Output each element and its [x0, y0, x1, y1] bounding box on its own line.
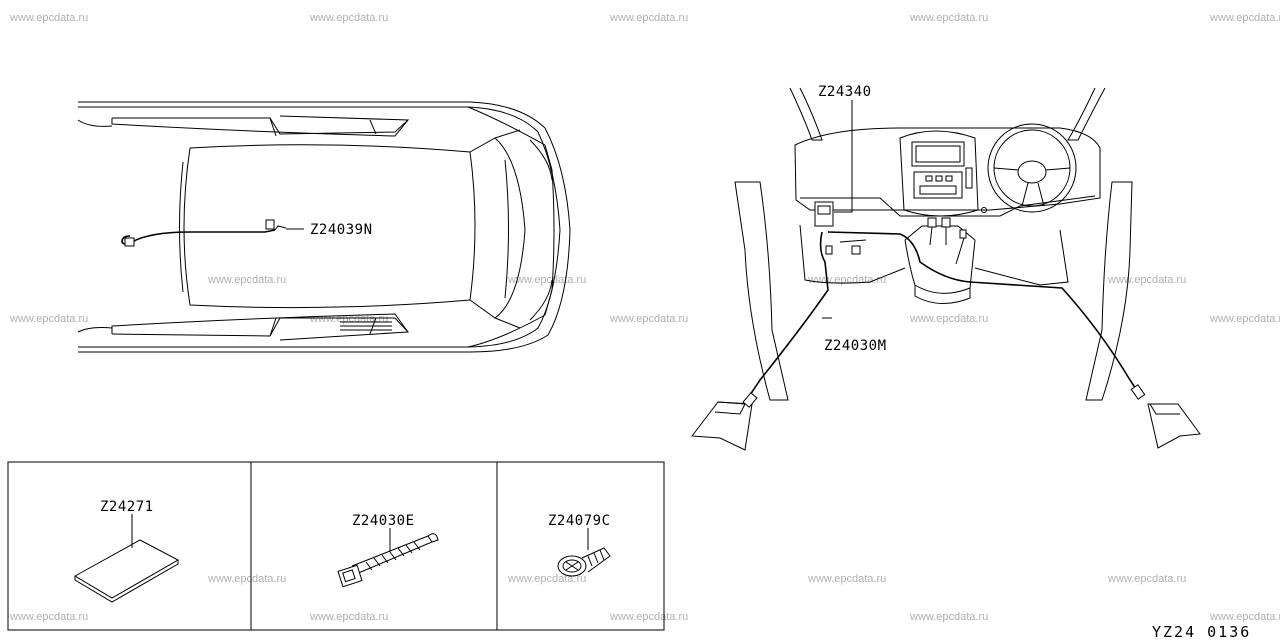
- watermark-text: www.epcdata.ru: [9, 611, 88, 623]
- watermark-text: www.epcdata.ru: [207, 274, 286, 286]
- watermark-text: www.epcdata.ru: [609, 611, 688, 623]
- callout-z24030e: Z24030E: [352, 513, 415, 529]
- watermark-text: www.epcdata.ru: [807, 573, 886, 585]
- watermark-text: www.epcdata.ru: [9, 313, 88, 325]
- watermark-text: www.epcdata.ru: [9, 12, 88, 24]
- watermark-text: www.epcdata.ru: [507, 573, 586, 585]
- watermark-text: www.epcdata.ru: [507, 274, 586, 286]
- watermark-layer: www.epcdata.ru www.epcdata.ru www.epcdata.…: [9, 12, 1280, 623]
- watermark-text: www.epcdata.ru: [609, 12, 688, 24]
- callout-z24079c: Z24079C: [548, 513, 611, 529]
- watermark-text: www.epcdata.ru: [309, 12, 388, 24]
- callout-z24340: Z24340: [818, 84, 872, 100]
- roof-top-view: [77, 101, 571, 353]
- watermark-text: www.epcdata.ru: [1209, 611, 1280, 623]
- watermark-text: www.epcdata.ru: [1209, 12, 1280, 24]
- instrument-panel-view: [691, 87, 1201, 451]
- watermark-text: www.epcdata.ru: [609, 313, 688, 325]
- watermark-text: www.epcdata.ru: [309, 611, 388, 623]
- watermark-text: www.epcdata.ru: [909, 611, 988, 623]
- diagram-code: YZ24 0136: [1152, 623, 1251, 640]
- watermark-text: www.epcdata.ru: [1107, 274, 1186, 286]
- callout-z24271: Z24271: [100, 499, 154, 515]
- watermark-text: www.epcdata.ru: [1209, 313, 1280, 325]
- detail-boxes: [7, 461, 665, 631]
- watermark-text: www.epcdata.ru: [909, 12, 988, 24]
- watermark-text: www.epcdata.ru: [207, 573, 286, 585]
- watermark-text: www.epcdata.ru: [1107, 573, 1186, 585]
- callout-z24030m: Z24030M: [824, 338, 887, 354]
- callout-z24039n: Z24039N: [310, 222, 373, 238]
- watermark-text: www.epcdata.ru: [909, 313, 988, 325]
